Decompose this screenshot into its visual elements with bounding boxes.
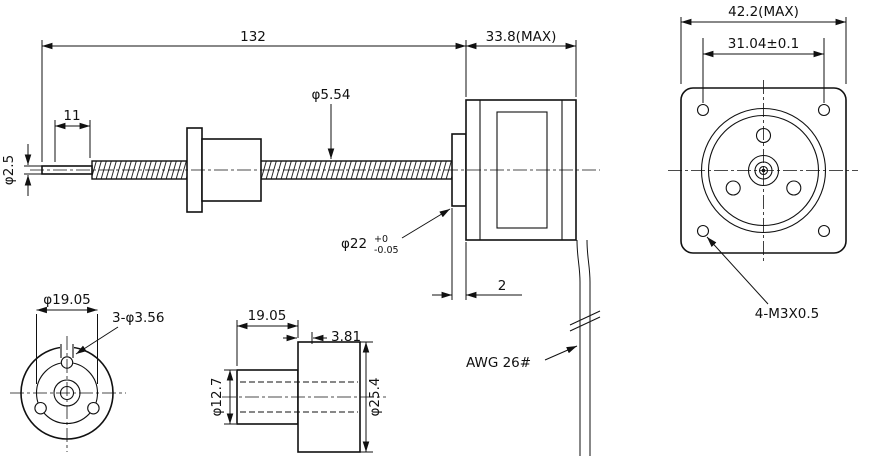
lead-wire-1 bbox=[576, 239, 581, 456]
dim-hub-length-text: 19.05 bbox=[248, 308, 287, 324]
dim-tip-length: 11 bbox=[54, 108, 91, 162]
dim-pilot-dia-text: φ22 bbox=[341, 236, 367, 252]
dim-pilot-tol-plus: +0 bbox=[374, 234, 388, 245]
dim-flange-thickness: 3.81 bbox=[283, 329, 361, 345]
dim-pilot-height: 2 bbox=[432, 208, 522, 300]
dim-hole-spacing-text: 31.04±0.1 bbox=[728, 36, 799, 52]
face-screw-hole-left bbox=[725, 180, 741, 196]
dim-bolt-circle-text: φ19.05 bbox=[43, 292, 91, 308]
lead-wire-2 bbox=[586, 239, 591, 456]
dim-tip-dia: φ2.5 bbox=[1, 144, 42, 196]
dim-flange-dia-text: φ25.4 bbox=[367, 378, 383, 417]
dim-screw-dia-text: φ5.54 bbox=[312, 87, 351, 103]
mount-hole-br bbox=[817, 224, 831, 238]
wire-label-text: AWG 26# bbox=[466, 355, 531, 371]
mount-hole-callout-text: 4-M3X0.5 bbox=[755, 306, 819, 322]
dim-flange-thickness-text: 3.81 bbox=[331, 329, 361, 345]
dim-hub-dia-text: φ12.7 bbox=[209, 378, 225, 417]
dim-tip-length-text: 11 bbox=[63, 108, 80, 124]
front-view: 42.2(MAX) 31.04±0.1 4-M3X0.5 bbox=[668, 4, 858, 322]
mount-hole-callout: 4-M3X0.5 bbox=[706, 236, 819, 322]
dim-shaft-length: 132 bbox=[41, 29, 467, 162]
flange-hole-callout-text: 3-φ3.56 bbox=[112, 310, 164, 326]
wire-callout: AWG 26# bbox=[466, 345, 578, 371]
dim-shaft-length-text: 132 bbox=[240, 29, 266, 45]
dim-pilot-tol-minus: -0.05 bbox=[374, 245, 399, 256]
face-screw-hole-right bbox=[786, 180, 802, 196]
dim-motor-length-text: 33.8(MAX) bbox=[486, 29, 557, 45]
dim-tip-dia-text: φ2.5 bbox=[1, 155, 17, 185]
wire-break-mark-1 bbox=[569, 310, 601, 326]
dim-hub-dia: φ12.7 bbox=[209, 369, 236, 425]
mount-hole-tl bbox=[696, 103, 710, 117]
dim-bolt-circle: φ19.05 bbox=[36, 292, 98, 384]
flange-hole-right bbox=[87, 401, 100, 415]
flange-hole-callout: 3-φ3.56 bbox=[75, 310, 164, 355]
mount-hole-tr bbox=[817, 103, 831, 117]
dim-body-width-text: 42.2(MAX) bbox=[728, 4, 799, 20]
nut-side-view: 19.05 3.81 φ12.7 φ25.4 bbox=[209, 308, 386, 453]
dim-motor-length: 33.8(MAX) bbox=[466, 29, 577, 97]
wire-break-mark-2 bbox=[569, 316, 601, 332]
nut-front-view: φ19.05 3-φ3.56 bbox=[10, 292, 164, 452]
flange-hole-left bbox=[34, 401, 47, 415]
mount-hole-bl bbox=[696, 224, 710, 238]
dim-pilot-height-text: 2 bbox=[498, 278, 507, 294]
dim-hub-length: 19.05 bbox=[236, 308, 299, 366]
dim-flange-dia: φ25.4 bbox=[360, 341, 383, 453]
dim-pilot-dia: φ22 +0 -0.05 bbox=[341, 208, 451, 256]
dim-screw-dia: φ5.54 bbox=[312, 87, 351, 159]
side-view: 132 33.8(MAX) 11 φ5.54 φ2.5 bbox=[1, 29, 601, 456]
dim-body-width: 42.2(MAX) bbox=[680, 4, 847, 84]
dim-hole-spacing: 31.04±0.1 bbox=[702, 36, 825, 103]
